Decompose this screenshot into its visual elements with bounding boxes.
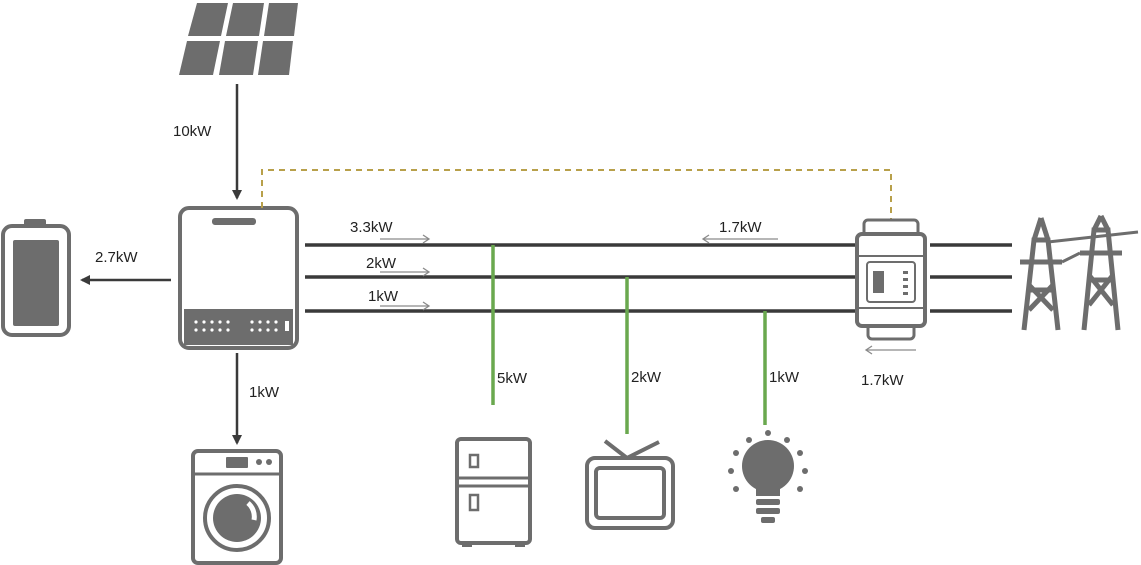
- bus1-power-label: 3.3kW: [350, 219, 393, 236]
- load-drop-lines: [491, 245, 767, 434]
- bulb-power-label: 1kW: [769, 369, 800, 386]
- washing-machine-icon: [191, 449, 283, 565]
- battery-icon: [1, 219, 71, 337]
- ac-bus-lines: [305, 243, 1012, 313]
- solar-power-label: 10kW: [173, 123, 212, 140]
- grid-import-label: 1.7kW: [719, 219, 762, 236]
- washer-power-label: 1kW: [249, 384, 280, 401]
- fridge-power-label: 5kW: [497, 370, 528, 387]
- energy-meter-icon: [855, 218, 927, 341]
- power-pylon-icon: [1020, 214, 1139, 331]
- refrigerator-icon: [455, 437, 532, 547]
- tv-power-label: 2kW: [631, 369, 662, 386]
- solar-panel-icon: [179, 3, 298, 75]
- bus-flow-arrows: [380, 234, 916, 355]
- meter-power-label: 1.7kW: [861, 372, 904, 389]
- inverter-icon: [178, 206, 299, 350]
- battery-power-label: 2.7kW: [95, 249, 138, 266]
- communication-link: [261, 169, 892, 223]
- television-icon: [585, 439, 675, 530]
- light-bulb-icon: [728, 430, 808, 523]
- bus2-power-label: 2kW: [366, 255, 397, 272]
- bus3-power-label: 1kW: [368, 288, 399, 305]
